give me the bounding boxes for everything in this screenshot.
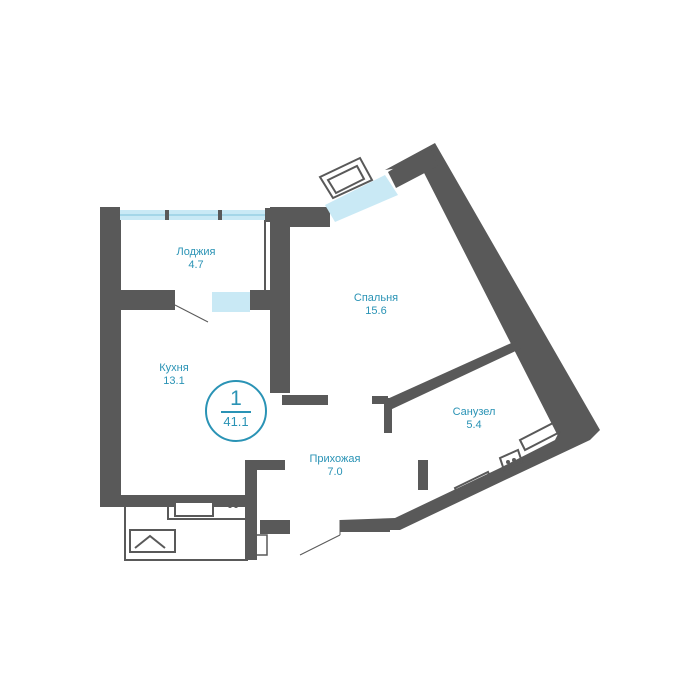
- apartment-summary-badge: 1 41.1: [205, 380, 267, 442]
- room-name: Спальня: [353, 292, 399, 304]
- room-count: 1: [230, 387, 242, 410]
- room-label-bathroom: Санузел 5.4: [453, 406, 496, 432]
- room-area: 4.7: [188, 259, 204, 271]
- room-label-loggia: Лоджия 4.7: [177, 246, 216, 272]
- room-name: Лоджия: [176, 246, 216, 258]
- stove-icon: [228, 504, 238, 508]
- bedroom-window: [325, 175, 398, 222]
- room-label-bedroom: Спальня 15.6: [354, 292, 398, 318]
- thick-walls: [100, 143, 600, 560]
- total-area: 41.1: [223, 414, 249, 429]
- room-area: 7.0: [327, 466, 343, 478]
- room-name: Прихожая: [309, 453, 361, 465]
- room-area: 15.6: [365, 305, 387, 317]
- kitchen-balcony-window: [212, 292, 250, 312]
- room-name: Санузел: [452, 406, 496, 418]
- room-area: 13.1: [163, 375, 185, 387]
- bedroom-balcony: [318, 156, 374, 200]
- room-label-kitchen: Кухня 13.1: [159, 362, 188, 388]
- kitchen-counter: [167, 496, 249, 520]
- room-area: 5.4: [466, 419, 482, 431]
- pantry-door: [254, 534, 268, 556]
- bathroom-fixtures: [453, 420, 562, 502]
- sink-icon: [506, 458, 516, 464]
- room-label-hallway: Прихожая 7.0: [310, 453, 361, 479]
- bathtub-icon: [129, 529, 176, 553]
- badge-divider: [221, 411, 251, 413]
- loggia-window: [120, 210, 265, 220]
- door-swings: [174, 304, 341, 556]
- room-name: Кухня: [159, 362, 189, 374]
